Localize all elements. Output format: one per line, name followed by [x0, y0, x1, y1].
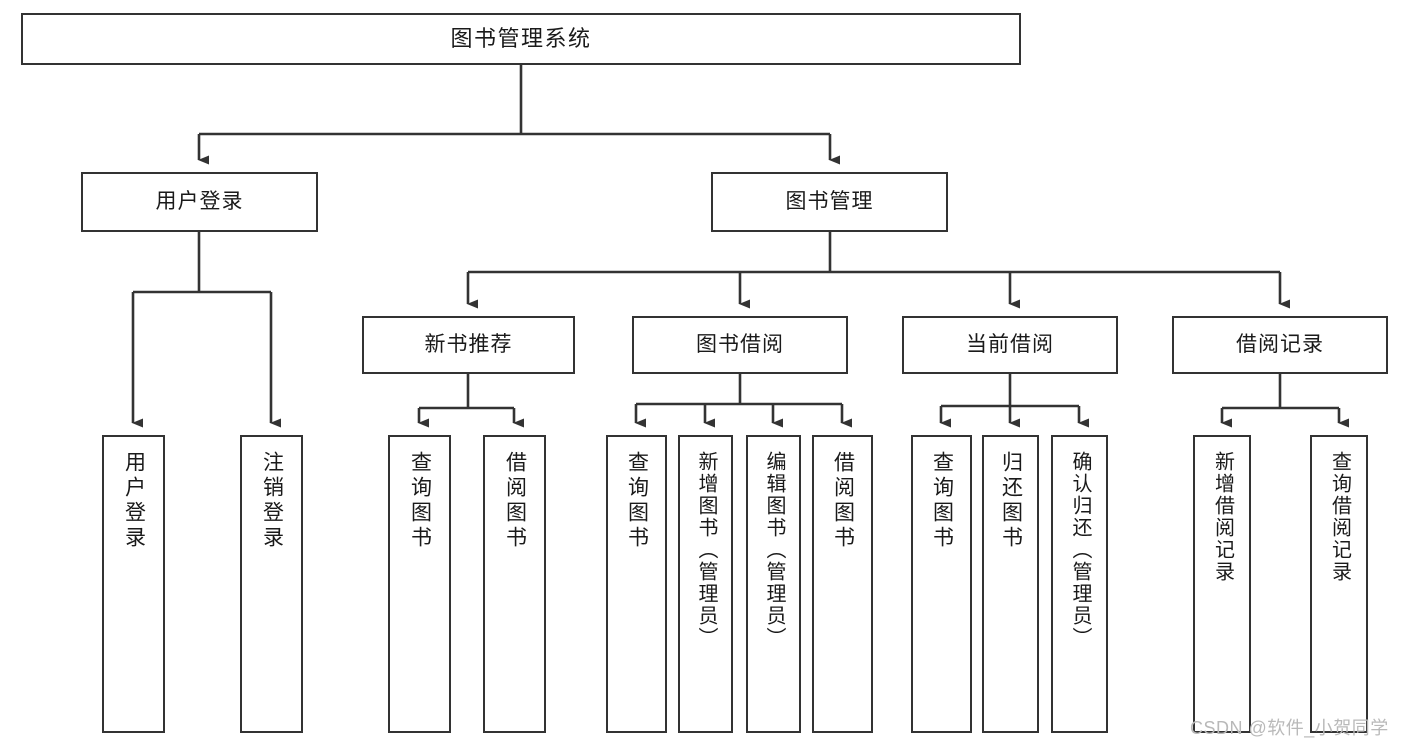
leaf-current-query-book[interactable]: 查询图书 — [911, 435, 972, 733]
leaf-borrow-query-book[interactable]: 查询图书 — [606, 435, 667, 733]
node-new-book-recommend[interactable]: 新书推荐 — [362, 316, 575, 374]
node-label: 查询图书 — [930, 451, 954, 551]
watermark: CSDN @软件_小贺同学 — [1190, 718, 1389, 738]
node-label: 图书借阅 — [696, 333, 784, 357]
leaf-newbook-borrow-book[interactable]: 借阅图书 — [483, 435, 546, 733]
leaf-newbook-query-book[interactable]: 查询图书 — [388, 435, 451, 733]
leaf-borrow-add-book-admin[interactable]: 新增图书（管理员） — [678, 435, 733, 733]
leaf-user-logout[interactable]: 注销登录 — [240, 435, 303, 733]
node-label: 用户登录 — [122, 451, 146, 551]
node-current-borrow[interactable]: 当前借阅 — [902, 316, 1118, 374]
node-borrow-record[interactable]: 借阅记录 — [1172, 316, 1388, 374]
leaf-record-add-record[interactable]: 新增借阅记录 — [1193, 435, 1251, 733]
leaf-current-confirm-return-admin[interactable]: 确认归还（管理员） — [1051, 435, 1108, 733]
node-label: 借阅记录 — [1236, 333, 1324, 357]
leaf-user-login[interactable]: 用户登录 — [102, 435, 165, 733]
node-book-manage[interactable]: 图书管理 — [711, 172, 948, 232]
node-label: 当前借阅 — [966, 333, 1054, 357]
node-label: 注销登录 — [260, 451, 284, 551]
node-label: 新书推荐 — [424, 333, 513, 357]
node-label: 编辑图书（管理员） — [763, 451, 785, 649]
node-label: 归还图书 — [999, 451, 1023, 551]
node-label: 查询图书 — [625, 451, 649, 551]
node-label: 查询借阅记录 — [1328, 451, 1351, 583]
node-label: 图书管理 — [785, 190, 874, 214]
node-label: 用户登录 — [155, 190, 244, 214]
node-label: 借阅图书 — [503, 451, 527, 551]
node-label: 图书管理系统 — [450, 25, 592, 51]
node-label: 借阅图书 — [831, 451, 855, 551]
leaf-borrow-borrow-book[interactable]: 借阅图书 — [812, 435, 873, 733]
node-book-borrow[interactable]: 图书借阅 — [632, 316, 848, 374]
node-root-system[interactable]: 图书管理系统 — [21, 13, 1021, 65]
node-label: 新增借阅记录 — [1211, 451, 1234, 583]
leaf-current-return-book[interactable]: 归还图书 — [982, 435, 1039, 733]
node-label: 确认归还（管理员） — [1069, 451, 1091, 649]
node-user-login[interactable]: 用户登录 — [81, 172, 318, 232]
node-label: 查询图书 — [408, 451, 432, 551]
leaf-record-query-record[interactable]: 查询借阅记录 — [1310, 435, 1368, 733]
node-label: 新增图书（管理员） — [695, 451, 717, 649]
leaf-borrow-edit-book-admin[interactable]: 编辑图书（管理员） — [746, 435, 801, 733]
